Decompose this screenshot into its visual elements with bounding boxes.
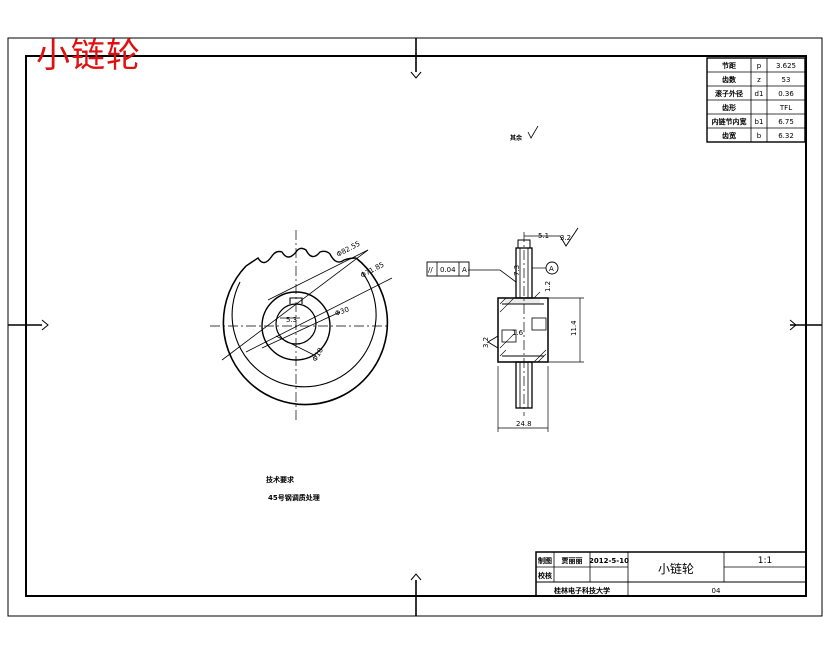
school: 桂林电子科技大学 — [553, 586, 610, 595]
param-symbol: p — [757, 62, 762, 70]
dim-tip-diameter: Φ82.55 — [335, 240, 361, 259]
param-symbol: z — [757, 76, 761, 84]
front-view-dimensions: Φ82.55 Φ71.85 Φ30 Φ18 5.3 — [286, 240, 386, 363]
param-value: 6.75 — [778, 118, 794, 126]
param-value: 0.36 — [778, 90, 794, 98]
param-name: 滚子外径 — [715, 89, 743, 98]
check-label: 校核 — [538, 571, 552, 580]
title-block — [535, 551, 807, 597]
param-name: 内链节内宽 — [712, 117, 747, 126]
section-hatch-left — [501, 329, 517, 343]
tech-requirements: 技术要求 45号钢调质处理 — [266, 475, 320, 502]
tol-value: 0.04 — [440, 266, 456, 274]
dim-b: 1.2 — [544, 281, 552, 292]
datum-label: A — [549, 265, 554, 273]
side-view-dimensions: 5.1 3.2 A 7.3 1.2 11.4 1.6 3.2 24.8 — [482, 232, 578, 428]
parameter-table-text: 节距 p 3.625 齿数 z 53 滚子外径 d1 0.36 齿形 TFL 内… — [712, 61, 797, 140]
dim-bore: Φ30 — [334, 305, 350, 317]
param-value: 53 — [782, 76, 791, 84]
scale: 1:1 — [758, 556, 772, 566]
param-value: 6.32 — [778, 132, 794, 140]
side-view — [468, 227, 584, 432]
dim-hub: Φ18 — [311, 347, 325, 363]
drawing-no: 04 — [712, 587, 721, 595]
roughness-top: 3.2 — [560, 234, 571, 242]
roughness-symbol — [527, 125, 539, 139]
roughness-left: 3.2 — [482, 337, 490, 348]
param-symbol: d1 — [755, 90, 764, 98]
param-name: 齿形 — [722, 103, 736, 112]
inner-rim — [231, 271, 377, 388]
inner-frame — [25, 55, 807, 597]
tech-req-text: 45号钢调质处理 — [268, 493, 320, 502]
roughness-note: 其余 — [510, 125, 539, 142]
tolerance-frame: // 0.04 A — [426, 261, 470, 277]
front-view — [210, 230, 393, 420]
section-hatch-right — [531, 317, 547, 331]
outer-border — [7, 37, 823, 617]
tol-symbol: // — [428, 266, 433, 274]
hub-hatch-top — [505, 298, 540, 304]
dim-key: 5.3 — [286, 316, 297, 324]
dim-width-top: 5.1 — [538, 232, 549, 240]
tol-datum: A — [462, 266, 467, 274]
roughness-note-text: 其余 — [510, 134, 523, 142]
param-symbol: b1 — [755, 118, 764, 126]
drawn-label: 制图 — [538, 556, 552, 565]
roughness-symbol-top — [559, 227, 579, 247]
parameter-table — [706, 57, 806, 143]
date: 2012-5-10 — [589, 557, 629, 565]
param-symbol: b — [757, 132, 762, 140]
dim-total-width: 24.8 — [516, 420, 532, 428]
dim-a: 7.3 — [513, 265, 521, 276]
param-value: 3.625 — [776, 62, 796, 70]
title-block-text: 制图 校核 贾丽丽 2012-5-10 小链轮 1:1 桂林电子科技大学 04 — [538, 556, 772, 595]
drawing-title: 小链轮 — [36, 36, 141, 76]
dim-c: 1.6 — [512, 329, 524, 337]
centering-marks — [8, 38, 822, 616]
param-name: 节距 — [722, 61, 736, 70]
param-name: 齿宽 — [722, 131, 736, 140]
param-name: 齿数 — [722, 75, 737, 84]
tooth-profile — [245, 247, 357, 267]
param-value: TFL — [779, 104, 792, 112]
orientation-arrows — [41, 71, 797, 581]
part-name: 小链轮 — [658, 561, 694, 576]
tech-req-title: 技术要求 — [266, 475, 295, 484]
outer-rim — [222, 257, 389, 406]
designer: 贾丽丽 — [562, 556, 583, 565]
roughness-symbol-left — [487, 335, 499, 349]
dim-height: 11.4 — [570, 320, 578, 336]
